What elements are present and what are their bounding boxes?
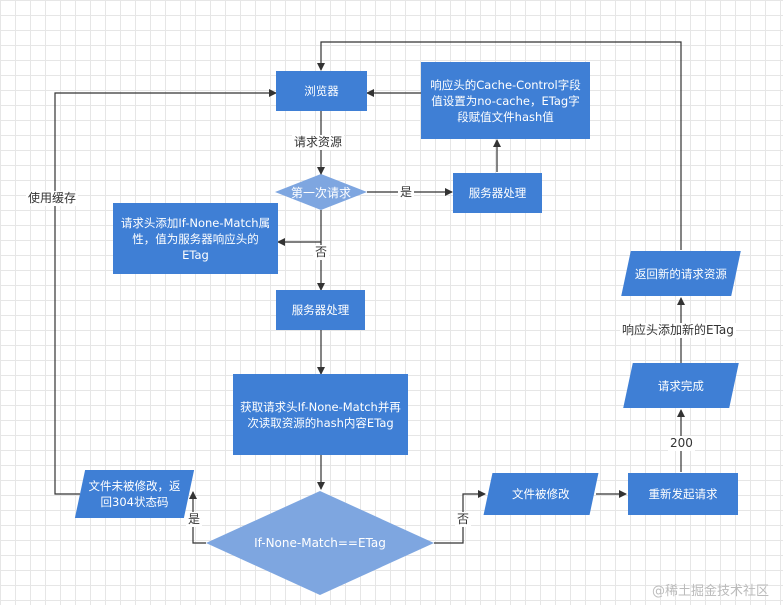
edge-label-compare-yes: 是	[186, 512, 203, 527]
response-no-cache-node: 响应头的Cache-Control字段值设置为no-cache，ETag字段赋值…	[421, 62, 590, 139]
modified-label: 文件被修改	[512, 487, 570, 501]
read-and-compare-node: 获取请求头If-None-Match并再次读取资源的hash内容ETag	[233, 374, 408, 455]
return-new-resource-label: 返回新的请求资源	[635, 266, 727, 281]
edge-label-use-cache: 使用缓存	[26, 191, 79, 206]
compare-diamond	[206, 491, 434, 595]
watermark: @稀土掘金技术社区	[651, 584, 769, 599]
server-process-node-1: 服务器处理	[453, 173, 542, 213]
server-process-node-2: 服务器处理	[276, 290, 365, 330]
compare-decision-label: If-None-Match==ETag	[254, 536, 386, 550]
first-request-label: 第一次请求	[290, 185, 351, 200]
edge-label-first-no: 否	[313, 245, 330, 260]
first-request-diamond	[275, 174, 367, 210]
edge-use-cache	[54, 89, 277, 495]
edge-label-status-200: 200	[668, 436, 695, 451]
return-new-resource-node: 返回新的请求资源	[621, 251, 741, 296]
edge-back-to-browser	[317, 41, 682, 250]
edge-label-compare-no: 否	[455, 512, 472, 527]
browser-node: 浏览器	[276, 71, 367, 111]
not-modified-node: 文件未被修改，返回304状态码	[74, 470, 195, 518]
edge-first-no	[277, 210, 322, 246]
request-done-label: 请求完成	[658, 378, 704, 393]
modified-node: 文件被修改	[483, 473, 599, 515]
edge-label-request-resource: 请求资源	[292, 135, 345, 150]
set-if-none-match-node: 请求头添加If-None-Match属性，值为服务器响应头的ETag	[113, 203, 278, 274]
edge-label-first-yes: 是	[398, 185, 415, 200]
not-modified-label: 文件未被修改，返回304状态码	[88, 479, 181, 509]
request-done-node: 请求完成	[623, 363, 739, 408]
edge-label-add-new-etag: 响应头添加新的ETag	[620, 323, 736, 338]
resend-request-node: 重新发起请求	[628, 473, 738, 515]
edge-compare-yes	[189, 491, 206, 544]
